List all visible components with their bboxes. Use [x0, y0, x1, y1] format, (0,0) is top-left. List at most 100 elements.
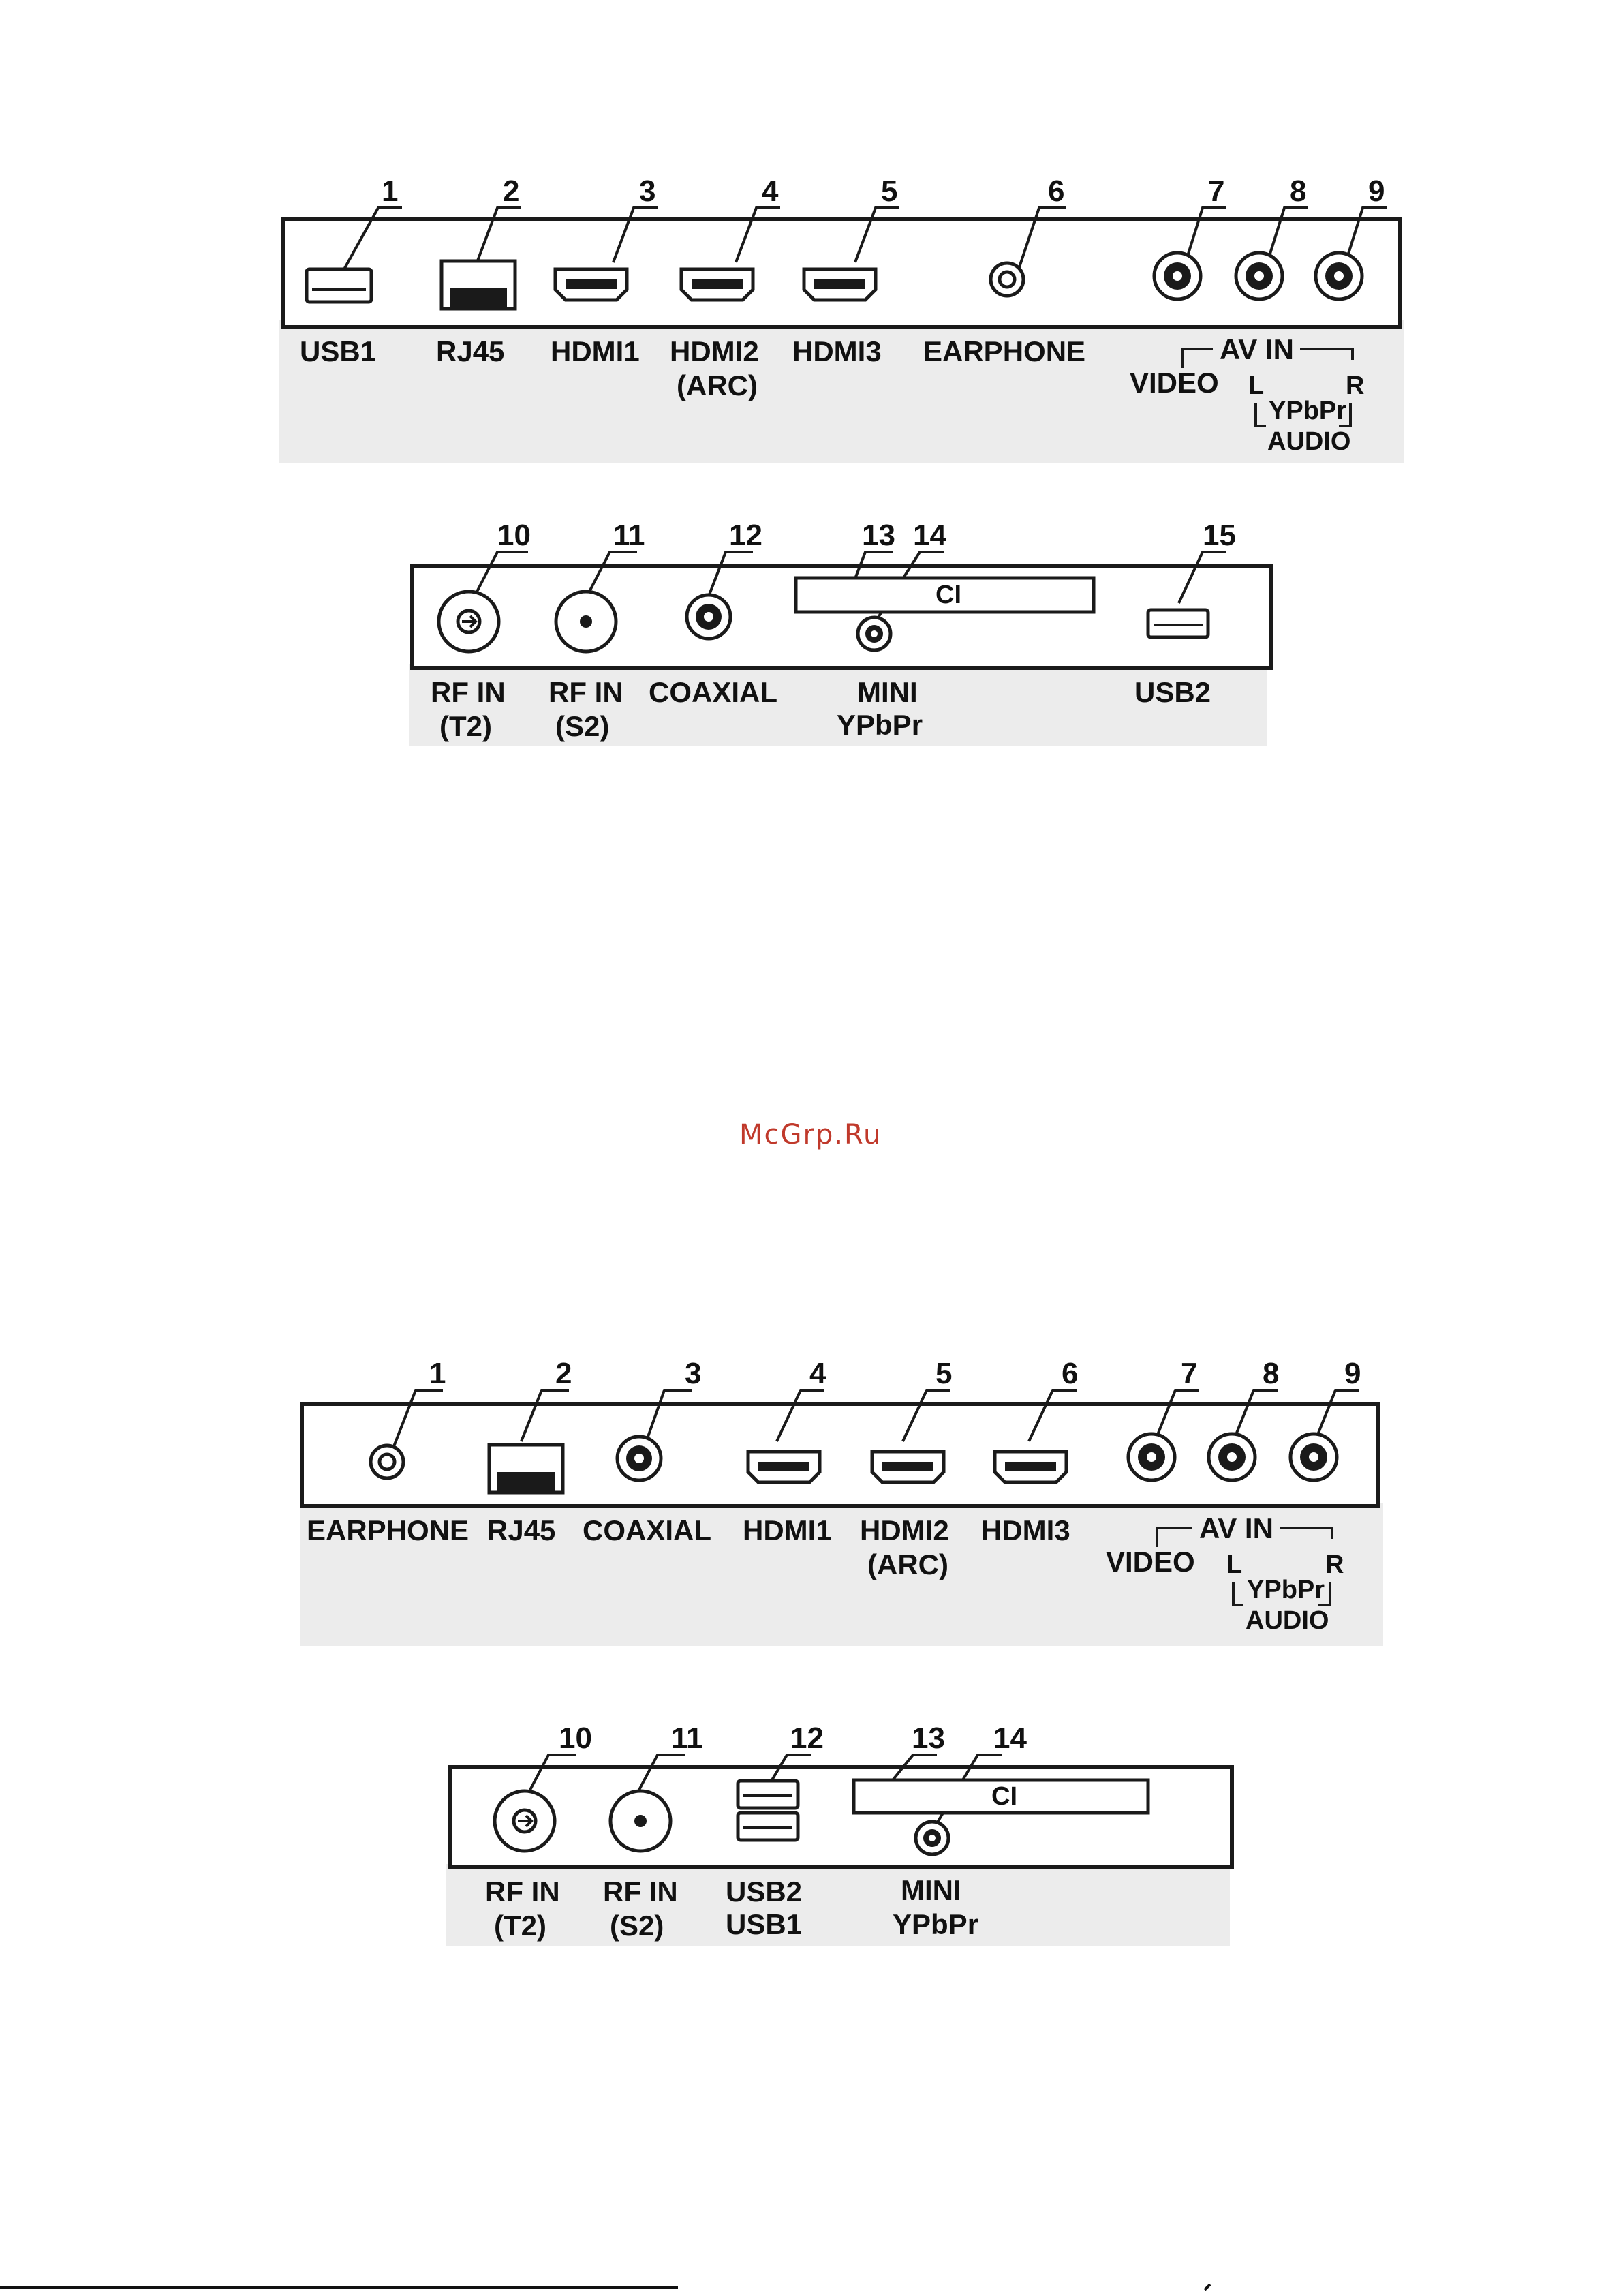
av-in-bracket [1181, 348, 1354, 368]
leader-a-2 [476, 206, 521, 263]
leader-b-10 [476, 551, 528, 592]
hdmi-port-icon [993, 1450, 1068, 1484]
label-rj45: RJ45 [487, 1514, 555, 1546]
coaxial-jack-icon [685, 593, 732, 641]
label-mini-ypbpr: YPbPr [893, 1908, 978, 1940]
label-rf-in-t2: RF IN [431, 676, 506, 708]
dual-usb-port-icon [736, 1779, 800, 1842]
callout-c-9: 9 [1344, 1357, 1361, 1390]
label-l: L [1226, 1550, 1242, 1579]
coaxial-jack-icon [615, 1435, 663, 1482]
label-r: R [1346, 371, 1364, 400]
callout-c-5: 5 [936, 1357, 952, 1390]
panel-a: 1 2 3 4 5 6 7 8 9 [279, 174, 1404, 463]
label-s2: (S2) [610, 1910, 664, 1942]
label-av-in: AV IN [1220, 333, 1294, 365]
leader-a-6 [1017, 206, 1066, 270]
hdmi-port-icon [870, 1450, 946, 1484]
antenna-s2-jack-icon [608, 1789, 673, 1853]
callout-d-10: 10 [559, 1721, 592, 1755]
callout-d-11: 11 [671, 1721, 703, 1755]
label-hdmi2: HDMI2 [860, 1514, 949, 1546]
rca-jack-icon [1126, 1432, 1177, 1482]
watermark: McGrp.Ru [739, 1119, 882, 1150]
label-hdmi2-arc: (ARC) [677, 369, 758, 401]
leader-c-8 [1232, 1389, 1278, 1442]
label-s2: (S2) [555, 710, 609, 742]
label-t2: (T2) [439, 710, 492, 742]
label-usb2: USB2 [1134, 676, 1211, 708]
rj45-port-icon [487, 1443, 565, 1495]
leader-c-7 [1154, 1389, 1199, 1442]
callout-a-9: 9 [1368, 174, 1385, 208]
leader-a-7 [1184, 206, 1226, 263]
callout-d-14: 14 [993, 1721, 1027, 1755]
leader-a-4 [735, 206, 780, 263]
callout-a-3: 3 [639, 174, 655, 208]
label-hdmi1: HDMI1 [743, 1514, 832, 1546]
callout-c-7: 7 [1181, 1357, 1197, 1390]
leader-d-12 [767, 1754, 811, 1787]
label-ypbpr: YPbPr [1247, 1576, 1325, 1604]
leader-d-10 [527, 1754, 576, 1794]
label-coaxial: COAXIAL [649, 676, 777, 708]
ypbpr-bracket [1254, 403, 1352, 427]
antenna-t2-jack-icon [493, 1789, 557, 1853]
label-mini-ypbpr: YPbPr [837, 709, 923, 741]
callout-c-8: 8 [1263, 1357, 1279, 1390]
hdmi-port-icon [553, 267, 629, 302]
callout-a-5: 5 [881, 174, 897, 208]
label-r: R [1325, 1550, 1344, 1579]
label-ypbpr: YPbPr [1269, 397, 1346, 425]
label-av-in: AV IN [1199, 1512, 1273, 1544]
callout-c-1: 1 [429, 1357, 446, 1390]
label-video: VIDEO [1106, 1546, 1195, 1578]
label-usb1: USB1 [300, 335, 376, 367]
callout-b-14: 14 [913, 519, 946, 552]
panel-d-frame [448, 1765, 1234, 1869]
antenna-t2-jack-icon [437, 590, 501, 654]
label-rf-in-s2: RF IN [603, 1876, 678, 1908]
label-hdmi3: HDMI3 [792, 335, 882, 367]
callout-b-13: 13 [862, 519, 895, 552]
label-rf-in-s2: RF IN [548, 676, 623, 708]
rca-jack-icon [1152, 251, 1203, 301]
label-hdmi3: HDMI3 [981, 1514, 1070, 1546]
panel-c-backdrop [300, 1503, 1383, 1646]
panel-b: 10 11 12 13 14 15 CI RF IN (T2) [409, 519, 1273, 746]
label-hdmi1: HDMI1 [551, 335, 640, 367]
ci-slot-icon [794, 576, 1096, 614]
callout-c-6: 6 [1062, 1357, 1078, 1390]
earphone-jack-icon [369, 1443, 405, 1480]
leader-a-3 [612, 206, 658, 263]
callout-a-1: 1 [382, 174, 398, 208]
label-l: L [1248, 371, 1264, 400]
mini-ypbpr-jack-icon [856, 615, 893, 652]
mini-ypbpr-jack-icon [914, 1820, 950, 1856]
leader-c-9 [1314, 1389, 1359, 1442]
leader-c-3 [643, 1389, 692, 1449]
label-t2: (T2) [494, 1910, 546, 1942]
callout-a-7: 7 [1208, 174, 1224, 208]
rca-jack-icon [1234, 251, 1284, 301]
hdmi-port-icon [802, 267, 878, 302]
leader-c-1 [390, 1389, 443, 1452]
callout-d-13: 13 [912, 1721, 945, 1755]
label-coaxial: COAXIAL [583, 1514, 711, 1546]
label-hdmi2: HDMI2 [670, 335, 759, 367]
antenna-s2-jack-icon [554, 590, 618, 654]
leader-c-6 [1027, 1389, 1077, 1442]
callout-b-12: 12 [729, 519, 762, 552]
panel-a-backdrop [279, 320, 1404, 463]
leader-c-5 [901, 1389, 950, 1442]
label-rj45: RJ45 [436, 335, 504, 367]
panel-b-backdrop [409, 664, 1267, 746]
label-ci: CI [991, 1782, 1017, 1811]
panel-d-backdrop [446, 1864, 1230, 1946]
leader-a-9 [1344, 206, 1387, 263]
rj45-port-icon [439, 259, 517, 311]
rca-jack-icon [1314, 251, 1364, 301]
leader-b-15 [1177, 551, 1226, 604]
label-hdmi2-arc: (ARC) [867, 1548, 948, 1580]
